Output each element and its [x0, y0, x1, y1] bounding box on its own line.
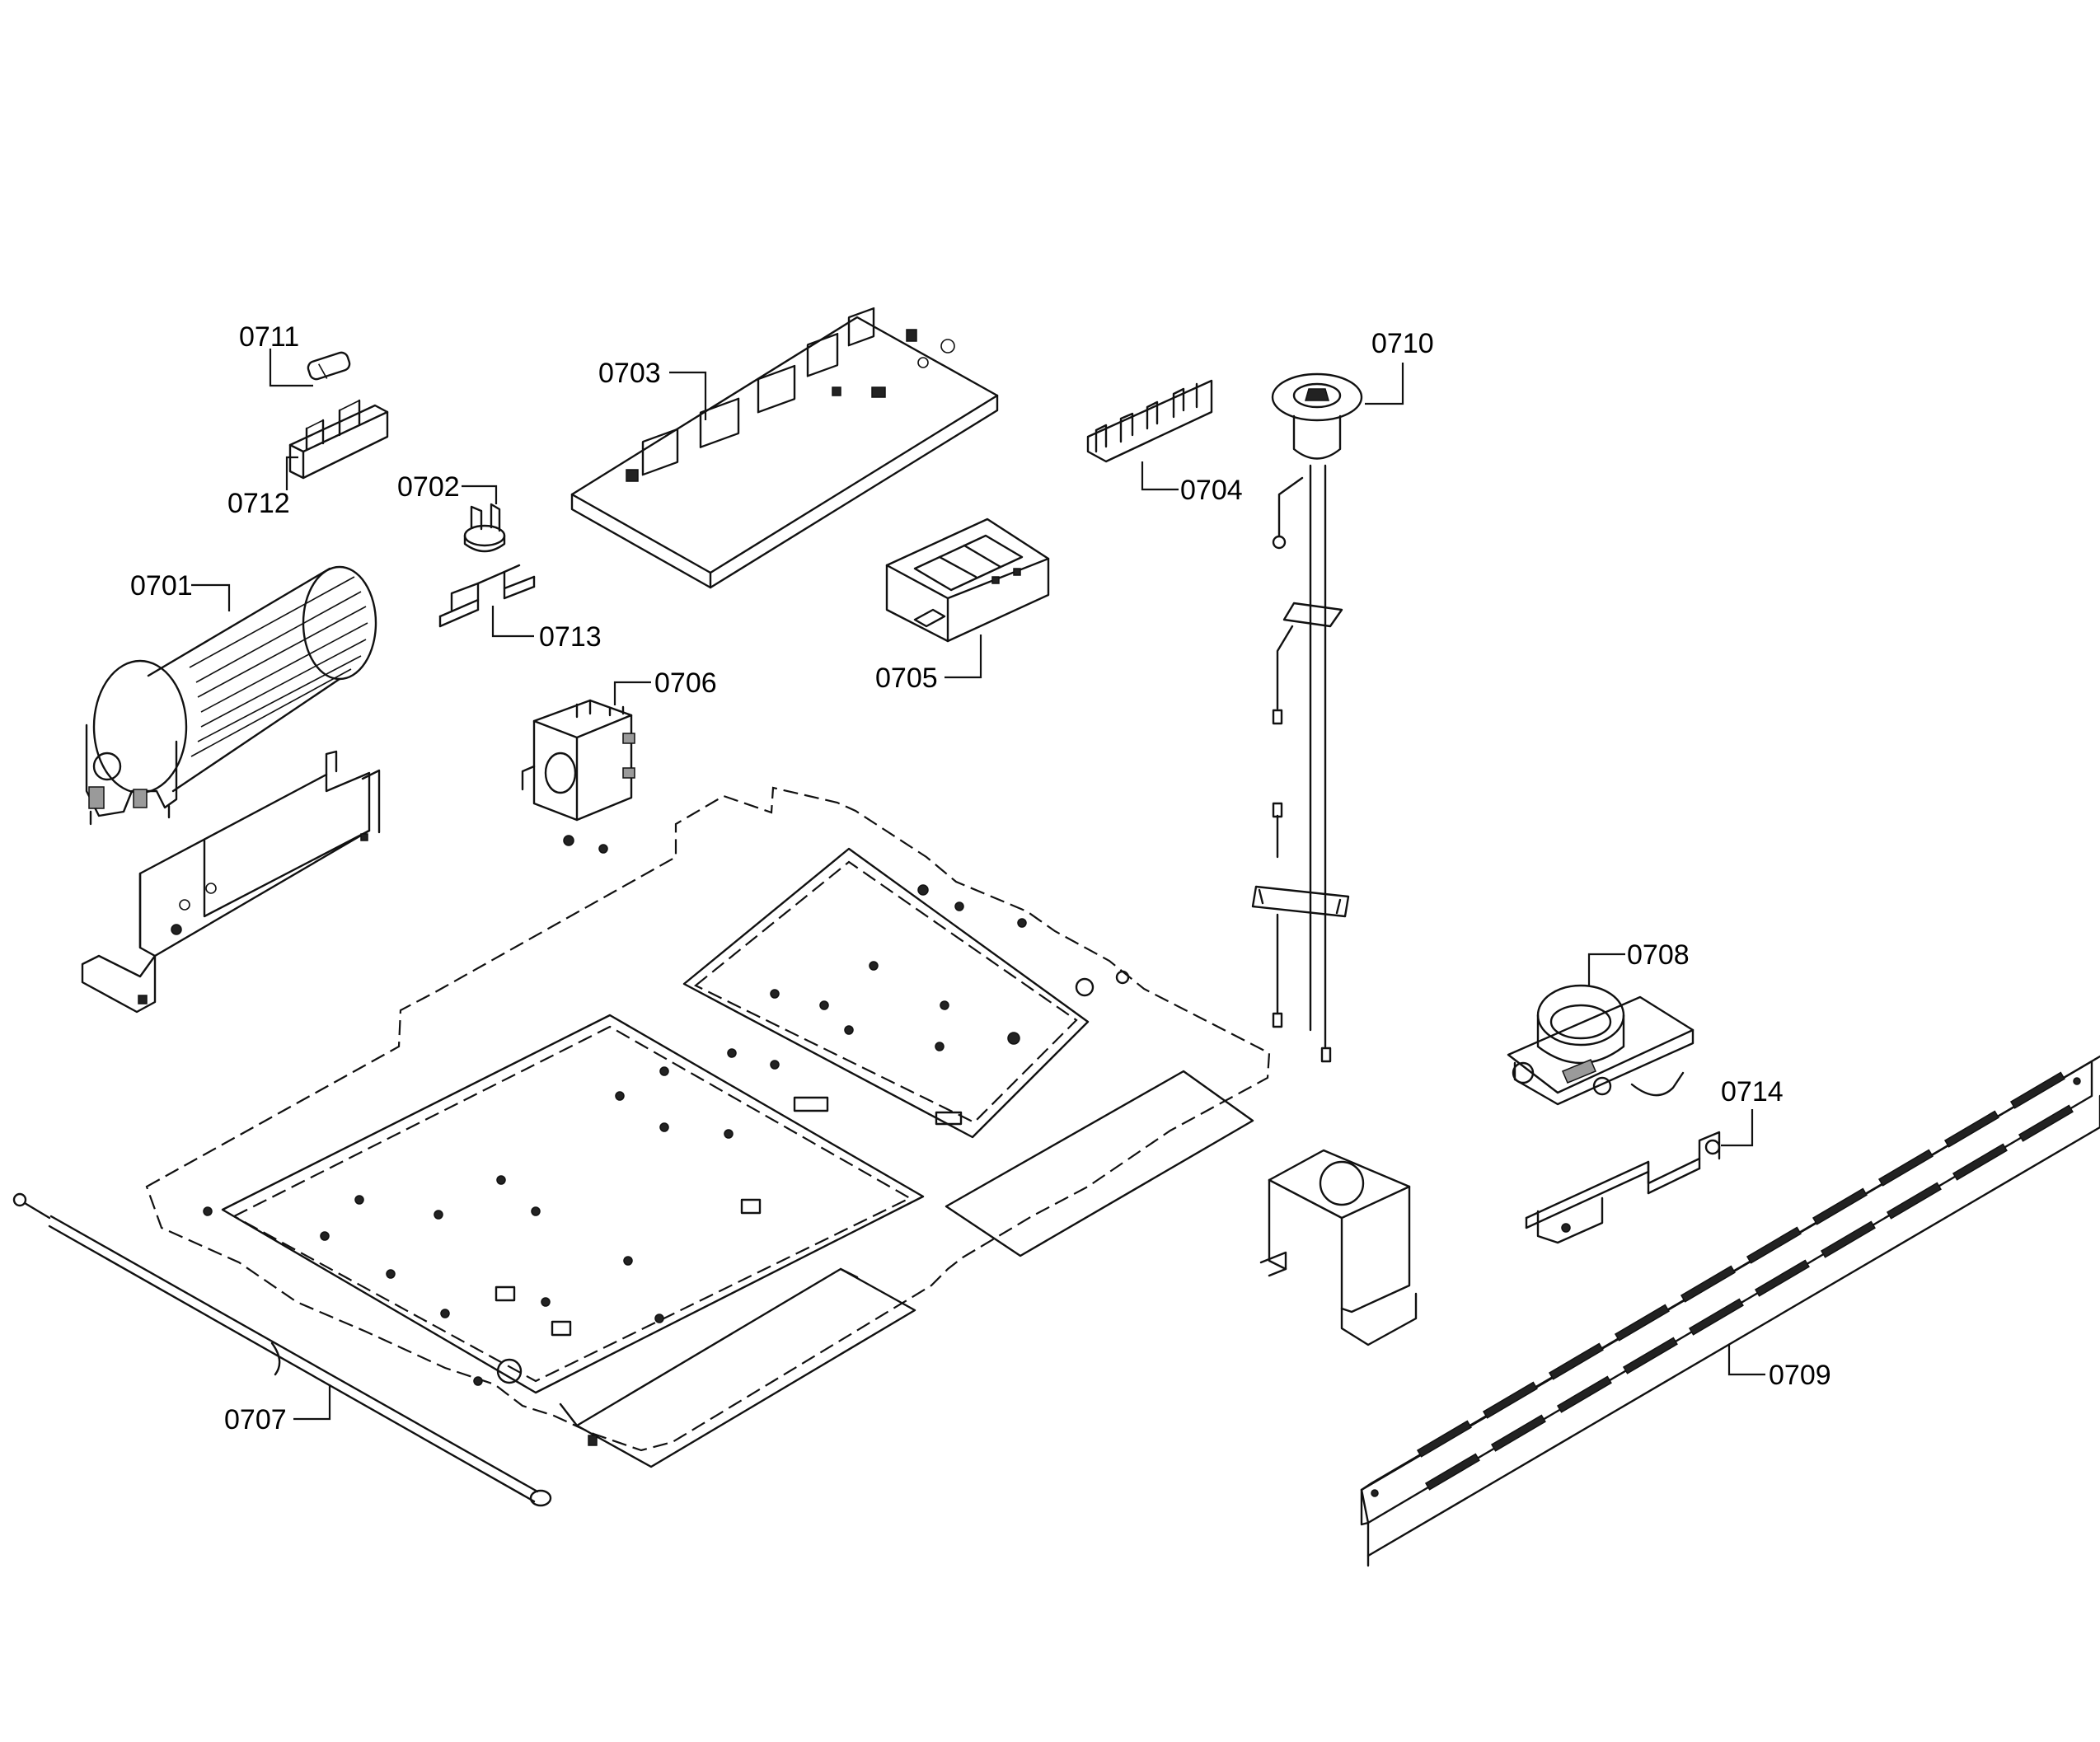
leader-0709: [1727, 1345, 1765, 1376]
leader-0701: [191, 583, 231, 611]
leader-0711: [269, 349, 313, 387]
part-motor-bracket: [81, 750, 381, 1014]
callout-0705: 0705: [875, 663, 938, 694]
leader-0712: [285, 456, 298, 490]
callout-0713: 0713: [539, 621, 602, 653]
callout-0710: 0710: [1371, 328, 1434, 359]
callout-0707: 0707: [224, 1404, 287, 1435]
callout-0708: 0708: [1627, 939, 1690, 971]
part-0707-cable: [12, 1192, 552, 1507]
callout-0703: 0703: [598, 358, 661, 389]
callout-0702: 0702: [397, 471, 460, 503]
callout-0711: 0711: [239, 321, 299, 353]
part-fan-shroud: [1259, 1149, 1418, 1346]
leader-0705: [945, 635, 982, 679]
part-0702-thermostat: [463, 503, 506, 553]
part-0711-fuse: [307, 351, 351, 381]
part-0706-transformer: [521, 699, 635, 822]
part-0714-bracket: [1525, 1131, 1721, 1244]
callout-0712: 0712: [227, 488, 290, 519]
part-base-plate: [145, 786, 1271, 1468]
callout-0701: 0701: [130, 570, 193, 602]
leader-0713: [491, 606, 534, 638]
callout-0706: 0706: [654, 667, 717, 699]
part-0701-fan-motor: [85, 565, 377, 826]
part-0703-control-board: [570, 307, 999, 589]
leader-0714: [1721, 1109, 1754, 1147]
part-0709-rail: [1360, 1055, 2100, 1567]
leader-0702: [462, 485, 498, 504]
leader-0703: [669, 371, 707, 420]
part-0710-sensor-harness: [1251, 372, 1363, 1063]
part-0705-relay-block: [885, 517, 1050, 643]
leader-0704: [1141, 461, 1179, 491]
leader-0706: [613, 681, 651, 705]
leader-0708: [1587, 953, 1625, 986]
part-0712-fuse-holder: [288, 399, 389, 480]
leader-0710: [1365, 363, 1404, 405]
leader-0707: [293, 1384, 331, 1421]
part-0704-connector: [1086, 379, 1213, 463]
callout-0704: 0704: [1180, 475, 1243, 506]
part-0708-motor-assembly: [1507, 984, 1695, 1106]
callout-0714: 0714: [1721, 1076, 1784, 1107]
callout-0709: 0709: [1769, 1360, 1831, 1391]
part-0713-bracket: [438, 564, 536, 628]
